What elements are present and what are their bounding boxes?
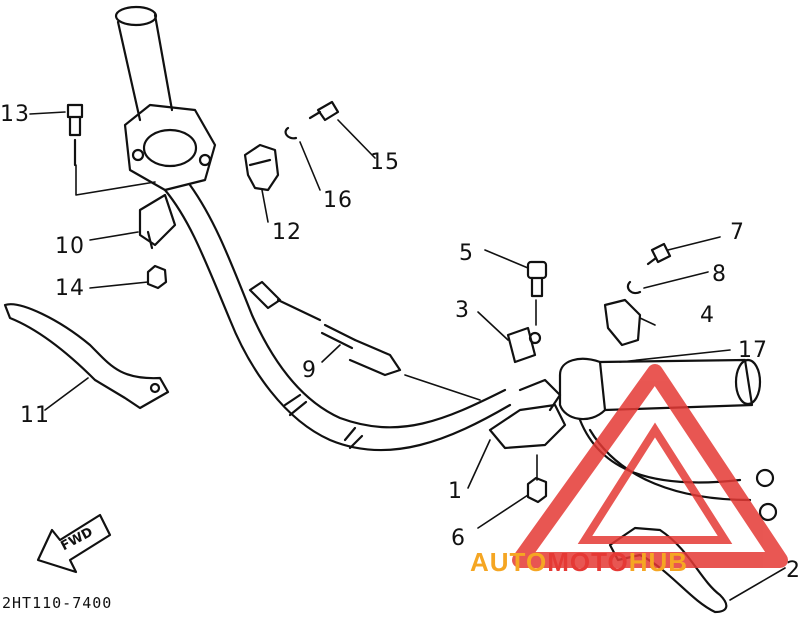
switch-3 — [506, 326, 542, 364]
watermark-moto: MOTO — [547, 547, 629, 577]
washer-16 — [284, 126, 298, 140]
nut-6 — [526, 476, 548, 504]
callout-16: 16 — [323, 188, 353, 213]
fwd-arrow-icon — [36, 513, 112, 574]
diagram-code: 2HT110-7400 — [2, 594, 113, 612]
handlebar-tube — [114, 5, 512, 452]
callout-10: 10 — [55, 234, 85, 259]
washer-8 — [626, 280, 642, 295]
callout-5: 5 — [459, 241, 474, 266]
watermark-logo: AUTOMOTOHUB — [470, 547, 688, 578]
callout-6: 6 — [451, 526, 466, 551]
watermark-triangle — [512, 364, 788, 568]
upper-clamp-housing — [123, 103, 217, 192]
callout-4: 4 — [700, 303, 715, 328]
nut-14 — [146, 264, 168, 290]
callout-7: 7 — [730, 220, 745, 245]
screw-7 — [646, 242, 672, 266]
callout-17: 17 — [738, 338, 768, 363]
clamp-12 — [243, 143, 280, 192]
callout-15: 15 — [370, 150, 400, 175]
lever-11 — [3, 303, 170, 410]
callout-8: 8 — [712, 262, 727, 287]
callout-13: 13 — [0, 102, 30, 127]
lower-holder-10 — [138, 193, 177, 250]
leader-lines — [29, 111, 786, 601]
watermark-hub: HUB — [628, 547, 689, 577]
callout-2: 2 — [786, 558, 800, 583]
callout-9: 9 — [302, 358, 317, 383]
clamp-4 — [603, 298, 642, 347]
watermark-auto: AUTO — [470, 547, 548, 577]
screw-15 — [308, 100, 340, 122]
callout-12: 12 — [272, 220, 302, 245]
callout-14: 14 — [55, 276, 85, 301]
holder-1 — [488, 378, 567, 450]
callout-3: 3 — [455, 298, 470, 323]
callout-1: 1 — [448, 479, 463, 504]
callout-11: 11 — [20, 403, 50, 428]
bolt-13 — [66, 103, 84, 167]
bolt-5 — [526, 260, 548, 298]
switch-9 — [248, 280, 402, 377]
